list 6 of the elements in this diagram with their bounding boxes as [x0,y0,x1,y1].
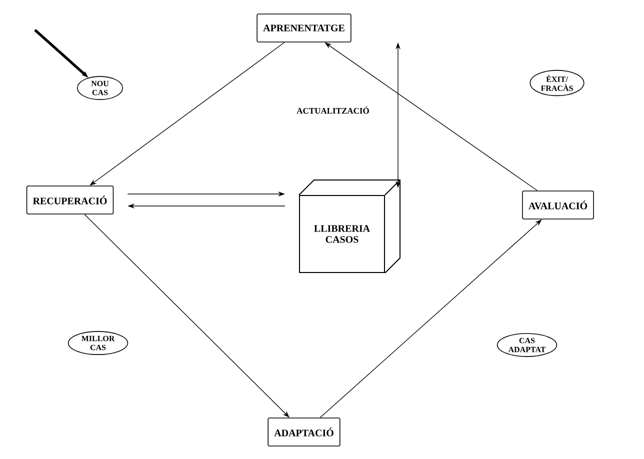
process-box: RECUPERACIÓ [26,186,114,214]
process-box: AVALUACIÓ [522,190,594,220]
library-cube: LLIBRERIA CASOS [298,180,400,274]
process-box: ADAPTACIÓ [268,418,340,446]
process-box: APRENENTATGE [256,14,352,42]
edge-label: ACTUALITZACIÓ [296,105,370,115]
